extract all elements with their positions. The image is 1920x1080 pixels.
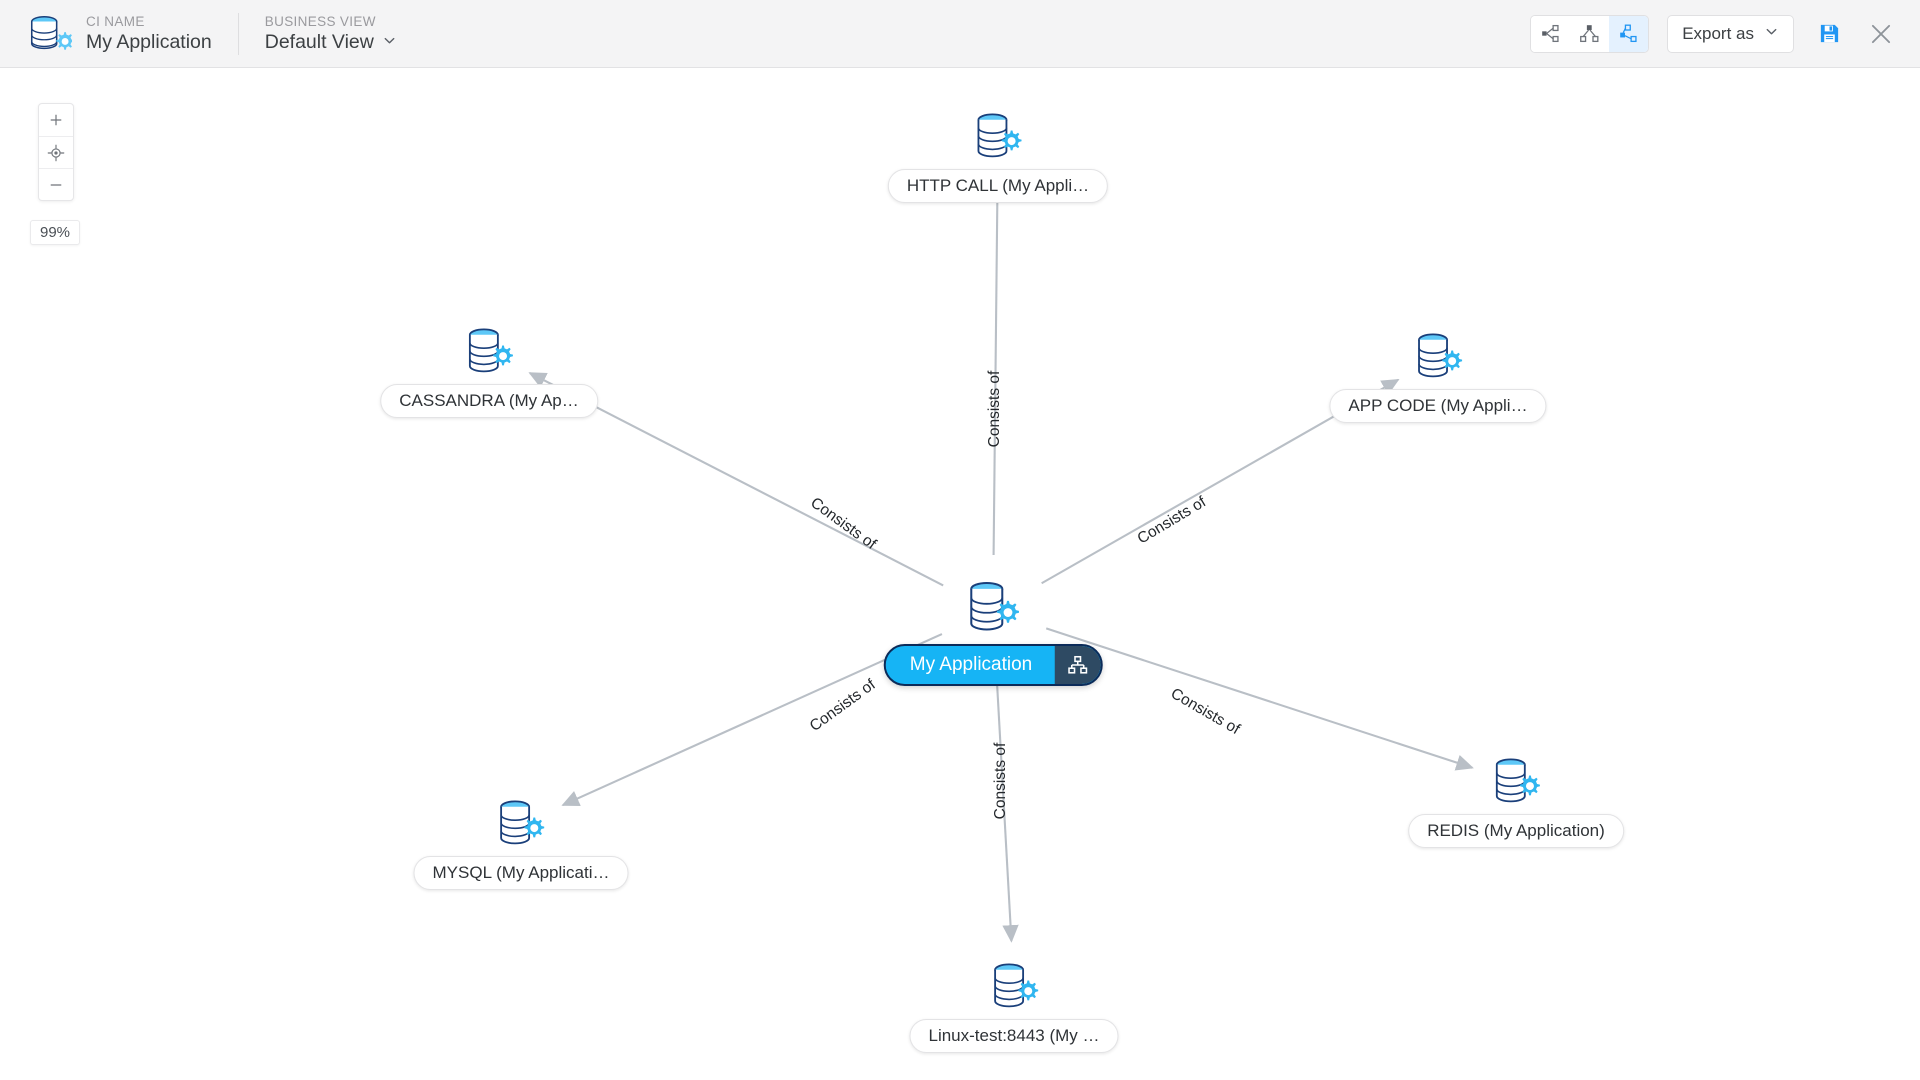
close-button[interactable] [1864, 17, 1898, 51]
layout-tree-button[interactable] [1570, 15, 1610, 52]
hierarchy-icon[interactable] [1054, 646, 1101, 684]
graph-edge-my-application-to-mysql [561, 633, 943, 807]
chevron-down-icon[interactable] [382, 30, 397, 54]
graph-node-http-call[interactable]: HTTP CALL (My Appli… [887, 109, 1109, 203]
graph-node-linux-test[interactable]: Linux-test:8443 (My … [909, 959, 1119, 1053]
graph-edges [528, 181, 1474, 943]
ci-name-value: My Application [86, 31, 212, 53]
database-gear-icon [962, 577, 1024, 639]
database-gear-icon [1410, 329, 1466, 385]
business-view-selector[interactable]: Default View [265, 30, 397, 54]
layout-graph-button[interactable] [1609, 15, 1649, 52]
zoom-out-button[interactable] [39, 168, 73, 200]
database-gear-icon [1488, 754, 1544, 810]
database-gear-icon [461, 324, 517, 380]
root-node-pill[interactable]: My Application [883, 644, 1103, 686]
database-gear-icon [986, 959, 1042, 1015]
save-button[interactable] [1812, 17, 1846, 51]
database-gear-icon [970, 109, 1026, 165]
app-database-gear-icon [26, 11, 74, 57]
graph-node-mysql[interactable]: MYSQL (My Applicati… [413, 796, 629, 890]
graph-edge-my-application-to-http-call [989, 181, 1006, 556]
graph-node-root-my-application[interactable]: My Application [883, 577, 1103, 686]
layout-mode-button-group [1530, 14, 1650, 53]
business-view-label: BUSINESS VIEW [264, 14, 376, 29]
header-toolbar: Export as [1530, 14, 1920, 53]
graph-node-label[interactable]: APP CODE (My Appli… [1329, 389, 1547, 423]
graph-edge-my-application-to-redis [1045, 627, 1474, 771]
zoom-level-indicator: 99% [30, 220, 81, 245]
ci-name-label: CI NAME [86, 14, 145, 29]
export-as-label: Export as [1682, 23, 1754, 43]
chevron-down-icon[interactable] [1764, 24, 1779, 44]
header-divider [237, 12, 239, 55]
graph-node-label[interactable]: Linux-test:8443 (My … [909, 1019, 1119, 1053]
app-header: CI NAME My Application BUSINESS VIEW Def… [0, 0, 1920, 68]
fit-to-screen-button[interactable] [39, 136, 73, 168]
database-gear-icon [493, 796, 549, 852]
export-as-button[interactable]: Export as [1667, 14, 1794, 53]
graph-node-label[interactable]: REDIS (My Application) [1408, 814, 1624, 848]
root-node-label: My Application [909, 654, 1033, 675]
ci-name-field: CI NAME My Application [86, 13, 212, 54]
business-view-value: Default View [264, 31, 374, 53]
graph-node-label[interactable]: CASSANDRA (My Ap… [380, 384, 598, 418]
business-view-field[interactable]: BUSINESS VIEW Default View [265, 13, 397, 54]
header-left-group: CI NAME My Application BUSINESS VIEW Def… [0, 11, 397, 57]
zoom-controls [38, 103, 74, 201]
layout-radial-button[interactable] [1531, 15, 1571, 52]
graph-node-redis[interactable]: REDIS (My Application) [1408, 754, 1624, 848]
zoom-in-button[interactable] [39, 104, 73, 136]
graph-node-app-code[interactable]: APP CODE (My Appli… [1329, 329, 1547, 423]
graph-node-label[interactable]: MYSQL (My Applicati… [413, 856, 629, 890]
graph-edge-my-application-to-linux-test [995, 666, 1019, 943]
graph-node-cassandra[interactable]: CASSANDRA (My Ap… [380, 324, 598, 418]
graph-edge-my-application-to-cassandra [528, 372, 944, 587]
graph-node-label[interactable]: HTTP CALL (My Appli… [887, 169, 1109, 203]
